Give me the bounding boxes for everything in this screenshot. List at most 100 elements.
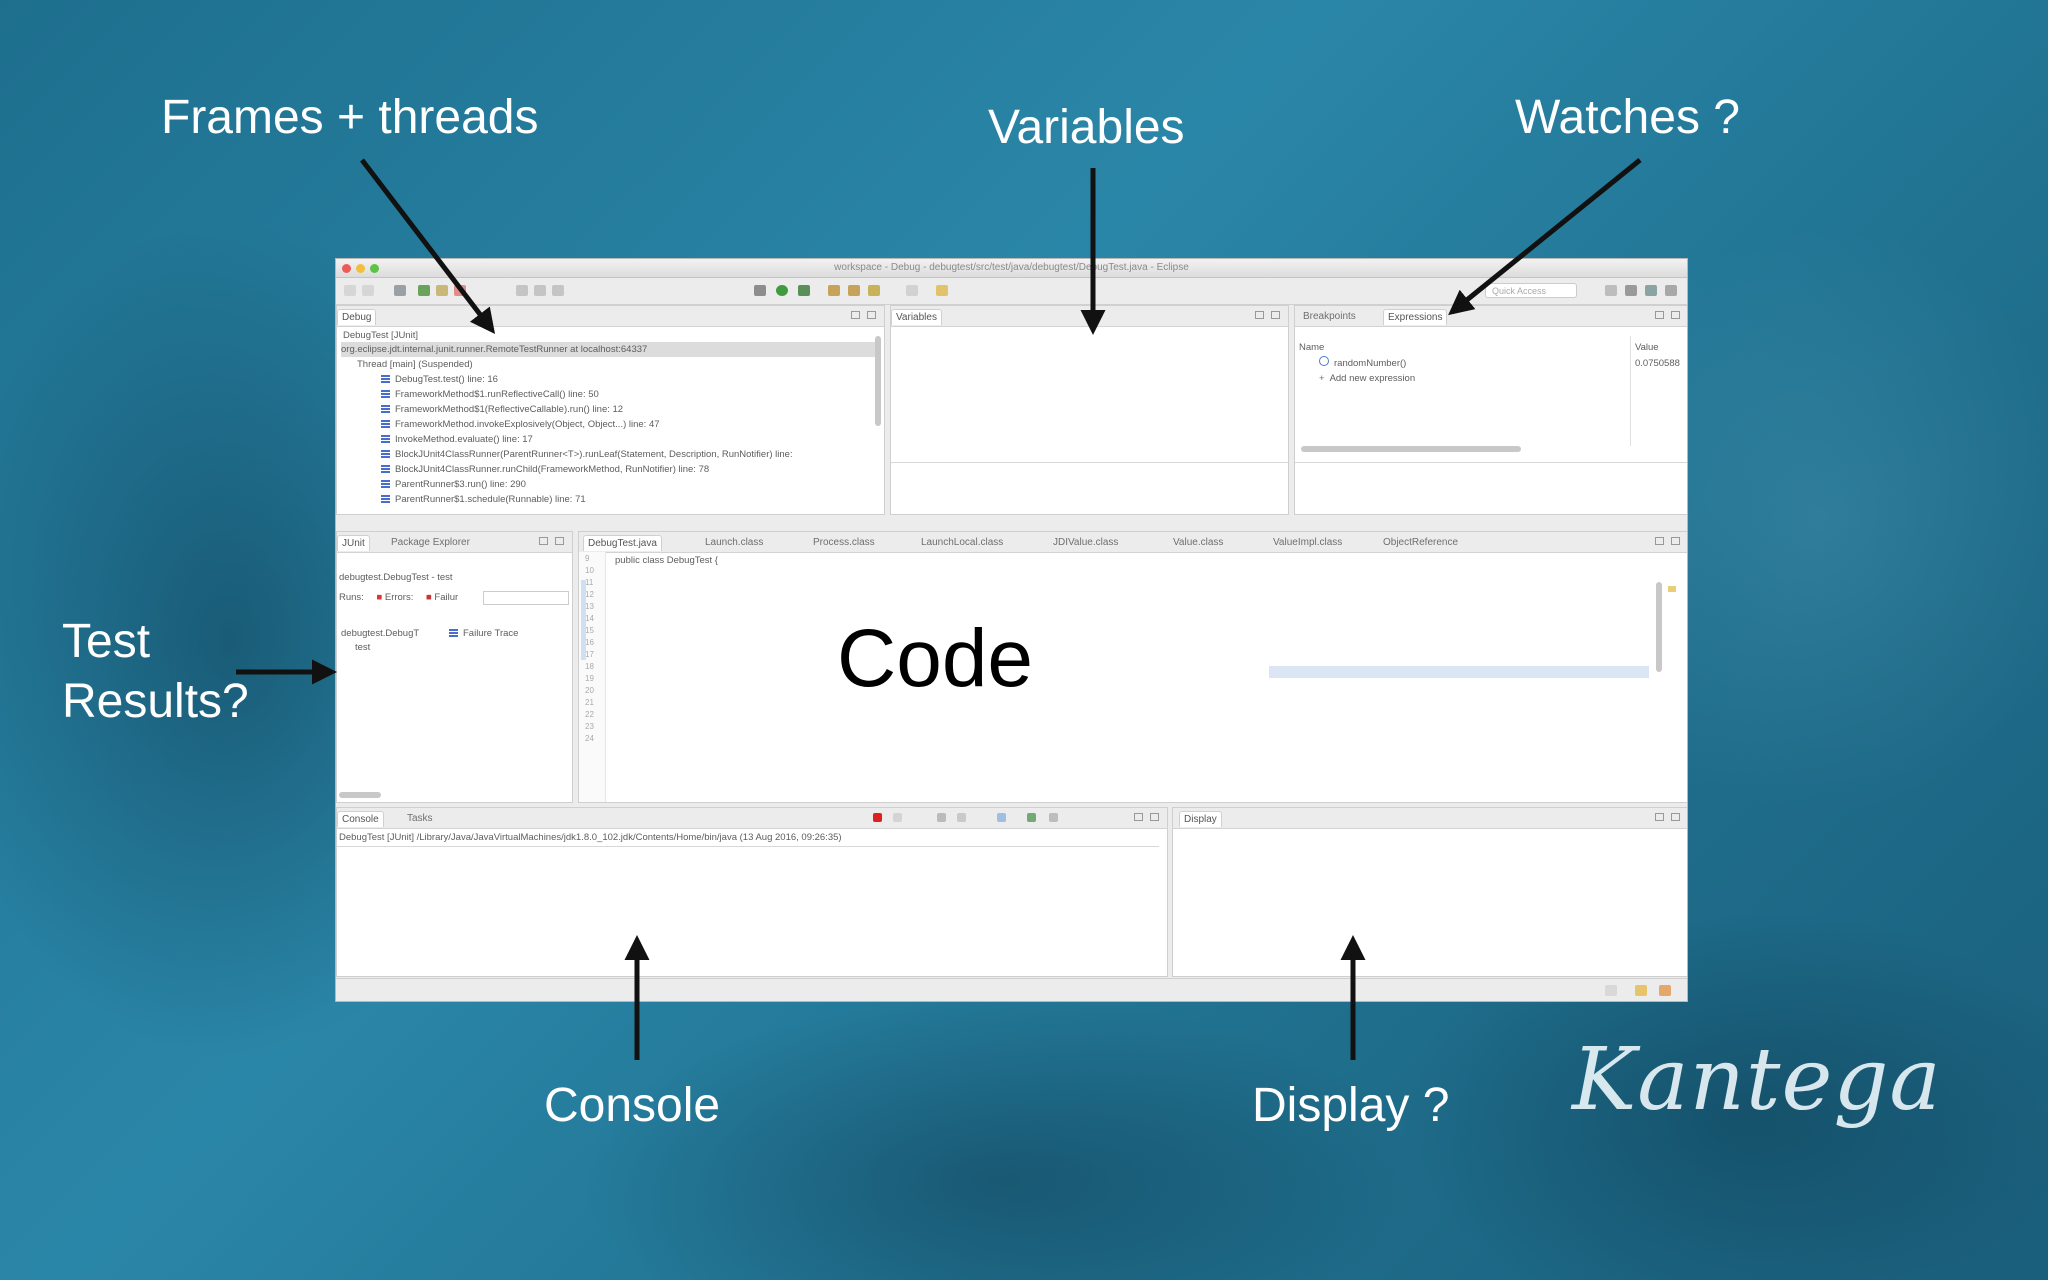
debug-run-icon[interactable]	[754, 285, 766, 296]
tab-expressions[interactable]: Expressions	[1383, 309, 1448, 325]
resume-icon[interactable]	[418, 285, 430, 296]
stack-frame-icon	[381, 465, 390, 473]
run-external-icon[interactable]	[798, 285, 810, 296]
tab-breakpoints[interactable]: Breakpoints	[1303, 311, 1356, 322]
step-over-icon[interactable]	[534, 285, 546, 296]
tab-objectreference[interactable]: ObjectReference	[1383, 537, 1459, 548]
progress-icon[interactable]	[1605, 985, 1617, 996]
editor-tabbar: DebugTest.java Launch.class Process.clas…	[579, 532, 1687, 553]
pin-console-icon[interactable]	[997, 813, 1006, 822]
stack-frame[interactable]: ParentRunner$3.run() line: 290	[381, 477, 526, 492]
errors-icon: ■	[376, 592, 383, 603]
tab-process-class[interactable]: Process.class	[813, 537, 875, 548]
junit-tree-child[interactable]: test	[355, 642, 371, 653]
stack-frame[interactable]: BlockJUnit4ClassRunner(ParentRunner<T>).…	[381, 447, 793, 462]
tab-package-explorer[interactable]: Package Explorer	[391, 537, 470, 548]
stack-frame[interactable]: FrameworkMethod$1(ReflectiveCallable).ru…	[381, 402, 623, 417]
horizontal-scrollbar[interactable]	[339, 792, 381, 798]
tab-variables[interactable]: Variables	[891, 309, 942, 325]
new-java-project-icon[interactable]	[828, 285, 840, 296]
maximize-icon[interactable]	[867, 311, 876, 319]
stack-frame[interactable]: ParentRunner$1.schedule(Runnable) line: …	[381, 492, 586, 507]
tab-debug[interactable]: Debug	[337, 309, 377, 325]
debug-perspective-icon[interactable]	[1645, 285, 1657, 296]
maximize-window-icon[interactable]	[370, 264, 379, 273]
expression-row[interactable]: randomNumber()	[1319, 356, 1406, 371]
overview-ruler-marker[interactable]	[1668, 586, 1676, 592]
next-annotation-icon[interactable]	[936, 285, 948, 296]
column-header-name[interactable]: Name	[1299, 342, 1325, 353]
minimize-icon[interactable]	[539, 537, 548, 545]
tab-debugtest-java[interactable]: DebugTest.java	[583, 535, 662, 551]
stack-frame[interactable]: DebugTest.test() line: 16	[381, 372, 498, 387]
tab-value-class[interactable]: Value.class	[1173, 537, 1224, 548]
step-return-icon[interactable]	[552, 285, 564, 296]
tree-item-target[interactable]: org.eclipse.jdt.internal.junit.runner.Re…	[341, 342, 878, 357]
tree-item-launch[interactable]: DebugTest [JUnit]	[343, 328, 418, 343]
vertical-scrollbar[interactable]	[1656, 582, 1662, 672]
minimize-icon[interactable]	[851, 311, 860, 319]
minimize-icon[interactable]	[1655, 813, 1664, 821]
maximize-icon[interactable]	[1671, 311, 1680, 319]
remove-launch-icon[interactable]	[893, 813, 902, 822]
stack-frame[interactable]: BlockJUnit4ClassRunner.runChild(Framewor…	[381, 462, 709, 477]
scroll-lock-icon[interactable]	[957, 813, 966, 822]
tab-console[interactable]: Console	[337, 811, 384, 827]
vertical-scrollbar[interactable]	[875, 336, 881, 426]
tab-launchlocal-class[interactable]: LaunchLocal.class	[921, 537, 1004, 548]
search-icon[interactable]	[868, 285, 880, 296]
tab-valueimpl-class[interactable]: ValueImpl.class	[1273, 537, 1343, 548]
expressions-view-tabbar: Breakpoints Expressions	[1295, 306, 1687, 327]
minimize-icon[interactable]	[1255, 311, 1264, 319]
stack-frame-label: ParentRunner$3.run() line: 290	[395, 479, 526, 490]
clear-console-icon[interactable]	[937, 813, 946, 822]
close-window-icon[interactable]	[342, 264, 351, 273]
stack-frame[interactable]: InvokeMethod.evaluate() line: 17	[381, 432, 533, 447]
line-number: 14	[585, 614, 594, 623]
status-icon[interactable]	[1659, 985, 1671, 996]
git-perspective-icon[interactable]	[1665, 285, 1677, 296]
breakpoint-marker[interactable]	[581, 580, 586, 660]
stack-frame[interactable]: FrameworkMethod$1.runReflectiveCall() li…	[381, 387, 599, 402]
code-line[interactable]: public class DebugTest {	[615, 555, 718, 566]
minimize-window-icon[interactable]	[356, 264, 365, 273]
tree-item-label: org.eclipse.jdt.internal.junit.runner.Re…	[341, 344, 648, 355]
java-perspective-icon[interactable]	[1625, 285, 1637, 296]
tree-item-thread[interactable]: Thread [main] (Suspended)	[357, 357, 473, 372]
junit-tree-root[interactable]: debugtest.DebugT	[341, 628, 420, 639]
tab-jdivalue-class[interactable]: JDIValue.class	[1053, 537, 1119, 548]
add-icon: +	[1319, 373, 1325, 384]
maximize-icon[interactable]	[1271, 311, 1280, 319]
run-icon[interactable]	[776, 285, 788, 296]
quick-access-input[interactable]: Quick Access	[1485, 283, 1577, 298]
add-expression-row[interactable]: +Add new expression	[1319, 371, 1415, 386]
suspend-icon[interactable]	[436, 285, 448, 296]
save-icon[interactable]	[362, 285, 374, 296]
minimize-icon[interactable]	[1655, 311, 1664, 319]
maximize-icon[interactable]	[1671, 537, 1680, 545]
open-console-icon[interactable]	[1049, 813, 1058, 822]
step-into-icon[interactable]	[516, 285, 528, 296]
open-type-icon[interactable]	[848, 285, 860, 296]
terminate-icon[interactable]	[873, 813, 882, 822]
maximize-icon[interactable]	[1150, 813, 1159, 821]
eclipse-window: workspace - Debug - debugtest/src/test/j…	[335, 258, 1688, 1002]
horizontal-scrollbar[interactable]	[1301, 446, 1521, 452]
notification-icon[interactable]	[1635, 985, 1647, 996]
maximize-icon[interactable]	[1671, 813, 1680, 821]
column-header-value[interactable]: Value	[1635, 342, 1659, 353]
tab-junit[interactable]: JUnit	[337, 535, 370, 551]
tab-launch-class[interactable]: Launch.class	[705, 537, 764, 548]
prev-edit-icon[interactable]	[906, 285, 918, 296]
minimize-icon[interactable]	[1655, 537, 1664, 545]
minimize-icon[interactable]	[1134, 813, 1143, 821]
tab-tasks[interactable]: Tasks	[407, 813, 433, 824]
stack-frame[interactable]: FrameworkMethod.invokeExplosively(Object…	[381, 417, 660, 432]
new-icon[interactable]	[344, 285, 356, 296]
open-perspective-icon[interactable]	[1605, 285, 1617, 296]
display-console-icon[interactable]	[1027, 813, 1036, 822]
maximize-icon[interactable]	[555, 537, 564, 545]
tab-display[interactable]: Display	[1179, 811, 1222, 827]
skip-breakpoints-icon[interactable]	[394, 285, 406, 296]
